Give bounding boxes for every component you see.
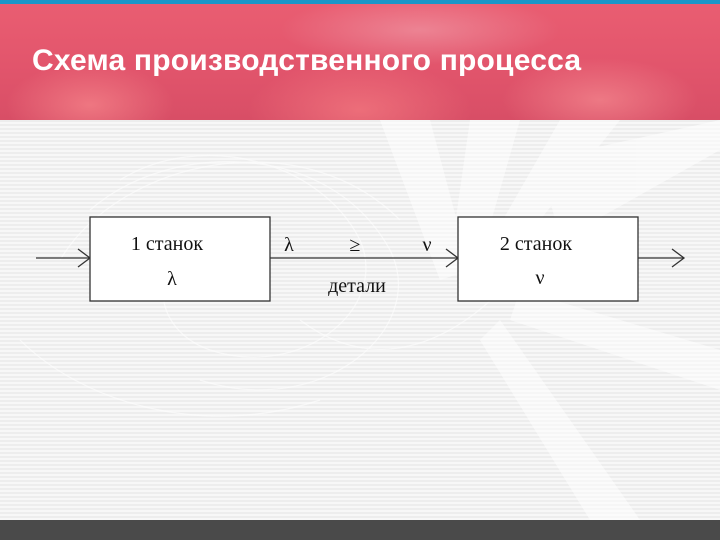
machine-1-rate: λ — [167, 268, 177, 290]
slide-footer — [0, 520, 720, 540]
input-arrow — [36, 248, 92, 268]
machine-2-rate: ν — [535, 267, 544, 289]
slide-title: Схема производственного процесса — [32, 44, 582, 77]
header-accent-line — [0, 0, 720, 4]
flow-input-rate: λ — [284, 234, 294, 256]
flow-relation: ≥ — [350, 234, 361, 256]
machine-2-box — [457, 216, 639, 302]
machine-1-label: 1 станок — [131, 233, 203, 255]
output-arrow — [638, 248, 686, 268]
slide-header: Схема производственного процесса — [0, 0, 720, 120]
flow-output-rate: ν — [422, 234, 431, 256]
machine-2-label: 2 станок — [500, 233, 572, 255]
flow-items-label: детали — [328, 275, 386, 297]
slide-content: 1 станок λ λ ≥ ν детали 2 станок ν — [0, 120, 720, 520]
production-process-diagram: 1 станок λ λ ≥ ν детали 2 станок ν — [36, 216, 686, 302]
machine-1-box — [89, 216, 271, 302]
